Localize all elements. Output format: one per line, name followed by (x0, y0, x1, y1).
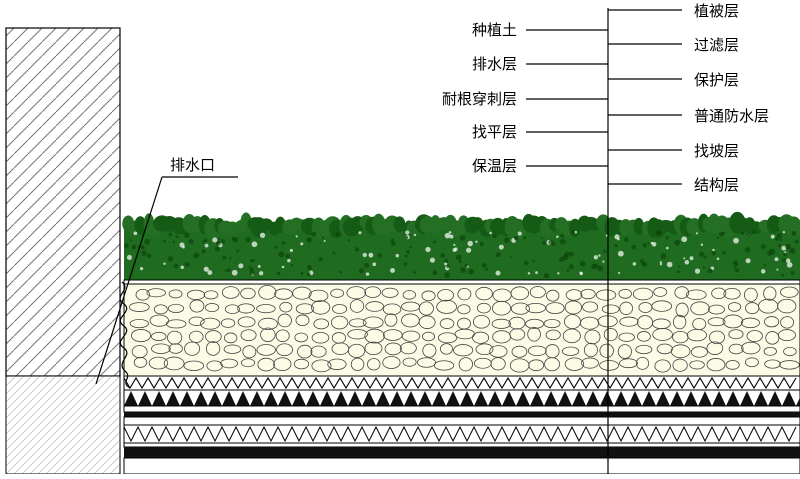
label-waterproof: 普通防水层 (694, 107, 769, 125)
root-resistant-layer (123, 389, 800, 407)
label-protection: 保护层 (694, 71, 739, 89)
vegetation-layer (122, 211, 800, 280)
label-root-resistant: 耐根穿刺层 (442, 90, 517, 108)
insulation-layer (123, 424, 800, 444)
parapet-wall (5, 27, 121, 475)
label-drainage: 排水层 (472, 55, 517, 73)
label-insulation: 保温层 (472, 157, 517, 175)
drain-outlet-leader (95, 176, 163, 385)
label-drain-outlet: 排水口 (170, 156, 215, 174)
structure-layer (123, 442, 800, 475)
label-structure: 结构层 (694, 176, 739, 194)
label-vegetation: 植被层 (694, 2, 739, 20)
leveling-layers (123, 405, 800, 426)
label-planting-soil: 种植土 (472, 21, 517, 39)
drainage-layer (123, 375, 800, 391)
label-filter: 过滤层 (694, 36, 739, 54)
label-leveling: 找平层 (472, 123, 517, 141)
left-label-leaders (526, 29, 608, 167)
label-slope: 找坡层 (694, 142, 739, 160)
right-label-leaders (608, 9, 682, 185)
soil-pebbles (128, 284, 800, 373)
planting-soil-layer (123, 279, 800, 377)
